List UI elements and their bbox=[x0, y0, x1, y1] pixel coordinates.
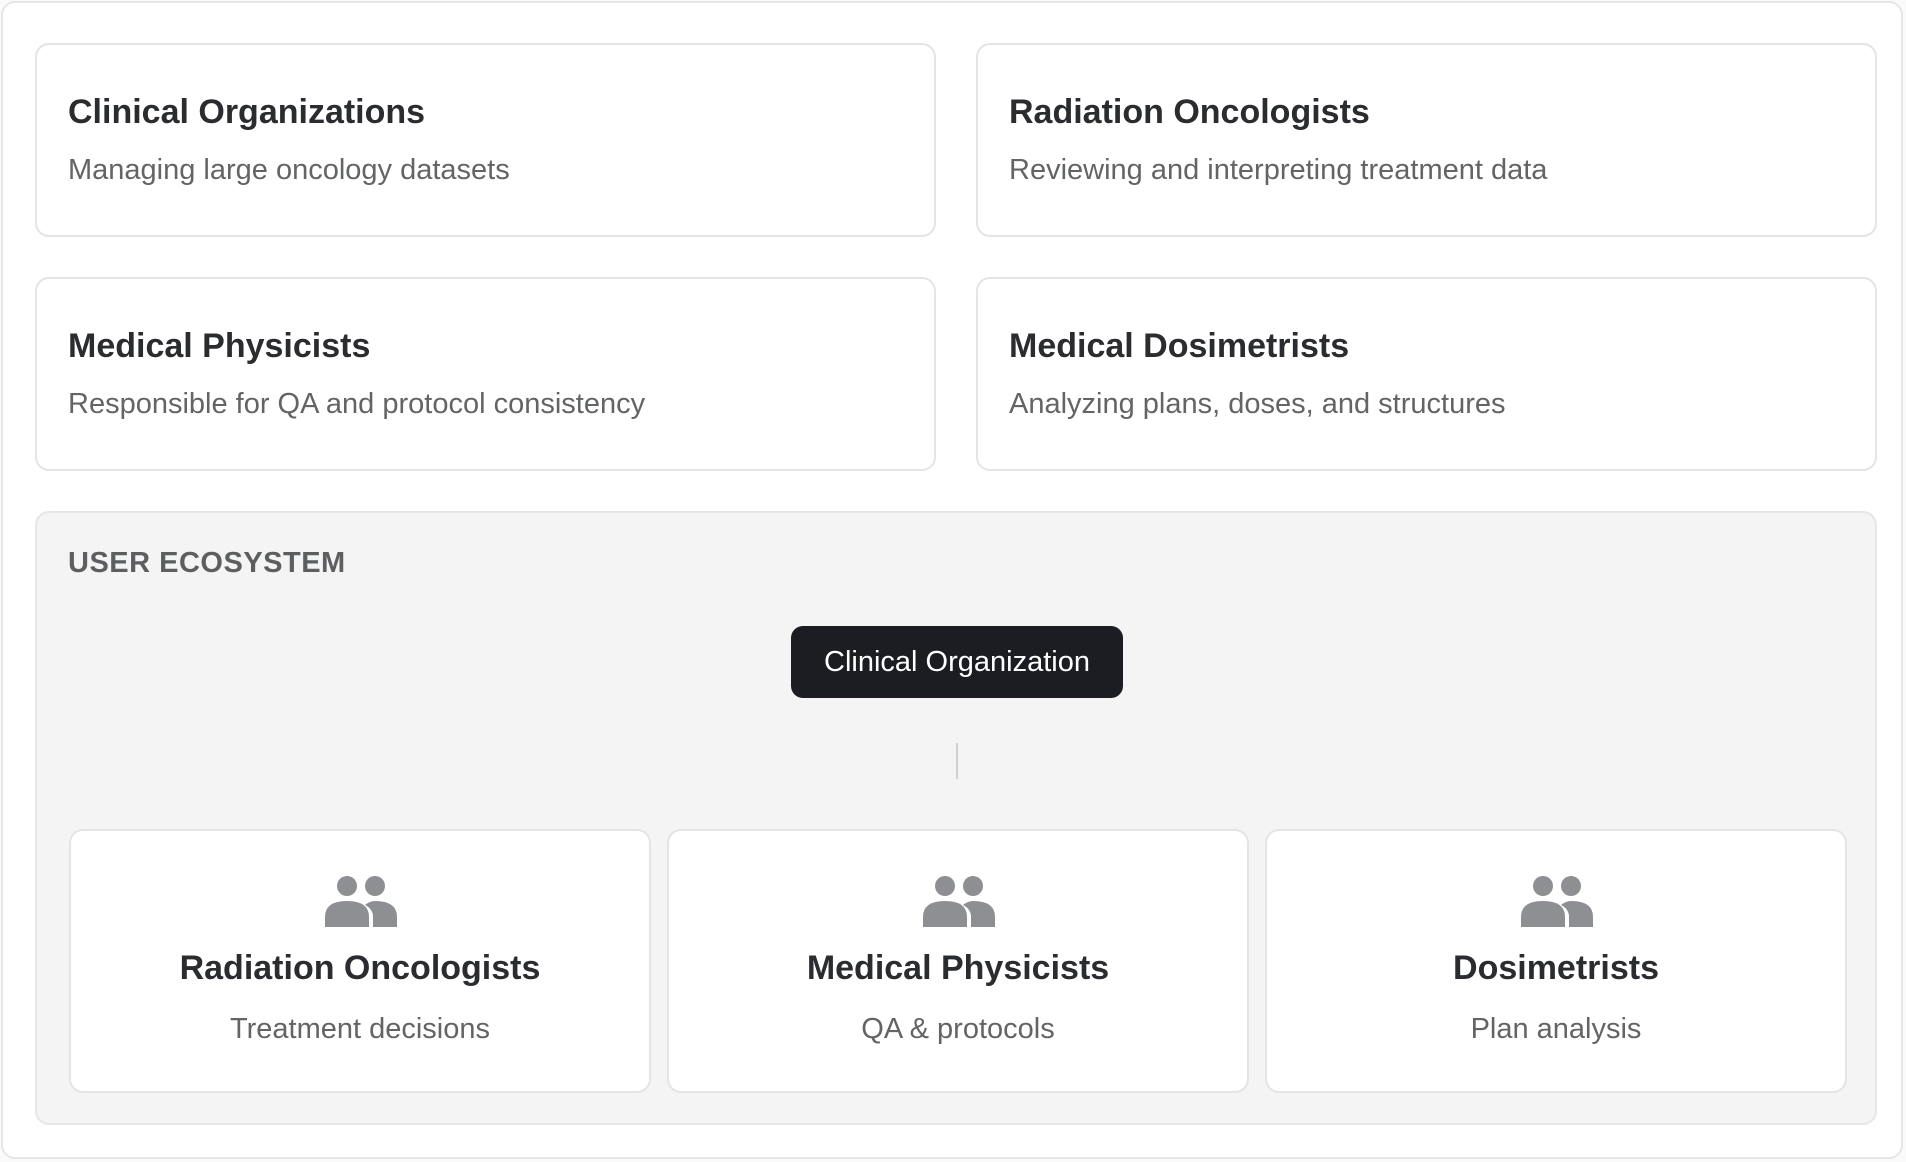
role-description: QA & protocols bbox=[861, 1013, 1055, 1045]
role-card-radiation-oncologists: Radiation Oncologists Treatment decision… bbox=[69, 829, 651, 1093]
card-description: Reviewing and interpreting treatment dat… bbox=[1009, 154, 1548, 186]
users-icon bbox=[325, 876, 397, 927]
role-description: Treatment decisions bbox=[229, 1013, 491, 1045]
user-ecosystem-panel: USER ECOSYSTEM Clinical Organization Rad… bbox=[35, 511, 1877, 1125]
role-title: Medical Physicists bbox=[806, 949, 1110, 987]
card-medical-physicists: Medical Physicists Responsible for QA an… bbox=[35, 277, 936, 471]
users-icon bbox=[923, 876, 995, 927]
role-title: Dosimetrists bbox=[1453, 949, 1659, 987]
role-card-dosimetrists: Dosimetrists Plan analysis bbox=[1265, 829, 1847, 1093]
users-icon bbox=[1521, 876, 1593, 927]
card-radiation-oncologists: Radiation Oncologists Reviewing and inte… bbox=[976, 43, 1877, 237]
card-medical-dosimetrists: Medical Dosimetrists Analyzing plans, do… bbox=[976, 277, 1877, 471]
role-description: Plan analysis bbox=[1470, 1013, 1642, 1045]
card-clinical-organizations: Clinical Organizations Managing large on… bbox=[35, 43, 936, 237]
role-title: Radiation Oncologists bbox=[179, 949, 541, 987]
role-card-medical-physicists: Medical Physicists QA & protocols bbox=[667, 829, 1249, 1093]
card-title: Medical Dosimetrists bbox=[1009, 327, 1350, 365]
card-title: Medical Physicists bbox=[68, 327, 371, 365]
connector-line bbox=[956, 743, 958, 779]
clinical-organization-node: Clinical Organization bbox=[791, 626, 1123, 698]
card-description: Responsible for QA and protocol consiste… bbox=[68, 388, 646, 420]
card-title: Radiation Oncologists bbox=[1009, 93, 1370, 131]
card-title: Clinical Organizations bbox=[68, 93, 426, 131]
card-description: Managing large oncology datasets bbox=[68, 154, 510, 186]
card-description: Analyzing plans, doses, and structures bbox=[1009, 388, 1506, 420]
ecosystem-label: USER ECOSYSTEM bbox=[68, 547, 346, 579]
